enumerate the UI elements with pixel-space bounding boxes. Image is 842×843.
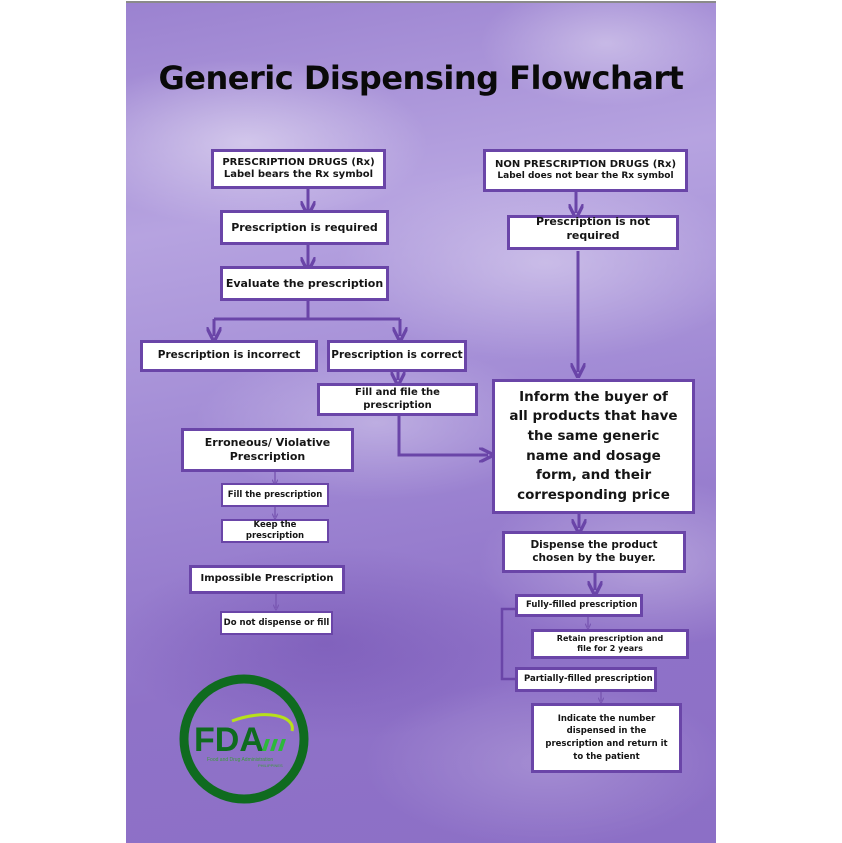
evaluate-prescription-box: Evaluate the prescription <box>220 266 389 301</box>
fda-logo-ring <box>179 674 309 804</box>
do-not-dispense-label: Do not dispense or fill <box>223 617 330 628</box>
prescription-not-required-box: Prescription is not required <box>507 215 679 250</box>
arrow-fill-to-inform <box>397 415 488 455</box>
fill-and-file-box: Fill and file the prescription <box>317 383 478 416</box>
fully-filled-box: Fully-filled prescription <box>515 594 643 617</box>
nonrx-header-line1: NON PRESCRIPTION DRUGS (Rx) <box>494 158 677 170</box>
rx-header-line1: PRESCRIPTION DRUGS (Rx) <box>222 156 375 168</box>
fda-logo-stripes <box>262 739 286 751</box>
fda-logo-subline: PHILIPPINES <box>258 763 283 768</box>
partially-filled-label: Partially-filled prescription <box>524 674 653 685</box>
fda-logo-emblem: FDA Food and Drug Administration PHILIPP… <box>179 674 309 804</box>
fda-logo-text: FDA <box>194 721 264 759</box>
page-title: Generic Dispensing Flowchart <box>158 59 684 97</box>
fda-logo-tagline: Food and Drug Administration <box>207 757 273 763</box>
bracket-fully-partially <box>500 607 515 681</box>
fda-logo: FDA Food and Drug Administration PHILIPP… <box>174 669 314 809</box>
prescription-incorrect-box: Prescription is incorrect <box>140 340 318 372</box>
retain-prescription-label: Retain prescription and file for 2 years <box>556 634 664 653</box>
nonrx-drugs-header-box: NON PRESCRIPTION DRUGS (Rx) Label does n… <box>483 149 688 192</box>
dispense-product-label: Dispense the product chosen by the buyer… <box>530 538 658 564</box>
nonrx-header-line2: Label does not bear the Rx symbol <box>497 171 674 182</box>
fill-prescription-box: Fill the prescription <box>221 483 329 507</box>
fda-logo-swoosh <box>231 713 294 732</box>
inform-buyer-label: Inform the buyer of all products that ha… <box>509 388 678 503</box>
prescription-required-label: Prescription is required <box>231 220 378 234</box>
erroneous-prescription-box: Erroneous/ Violative Prescription <box>181 428 354 472</box>
indicate-number-box: Indicate the number dispensed in the pre… <box>531 703 682 773</box>
flowchart-poster: Generic Dispensing Flowchart <box>126 1 716 843</box>
evaluate-prescription-label: Evaluate the prescription <box>225 276 384 290</box>
prescription-correct-label: Prescription is correct <box>331 349 463 362</box>
prescription-not-required-label: Prescription is not required <box>535 214 651 242</box>
rx-header-line2: Label bears the Rx symbol <box>223 169 374 180</box>
retain-prescription-box: Retain prescription and file for 2 years <box>531 629 689 659</box>
inform-buyer-box: Inform the buyer of all products that ha… <box>492 379 695 514</box>
fill-and-file-label: Fill and file the prescription <box>355 387 440 411</box>
keep-prescription-box: Keep the prescription <box>221 519 329 543</box>
partially-filled-box: Partially-filled prescription <box>515 667 657 692</box>
fill-prescription-label: Fill the prescription <box>227 489 323 500</box>
do-not-dispense-box: Do not dispense or fill <box>220 611 333 635</box>
prescription-required-box: Prescription is required <box>220 210 389 245</box>
prescription-incorrect-label: Prescription is incorrect <box>157 349 301 362</box>
fully-filled-label: Fully-filled prescription <box>526 600 638 611</box>
impossible-prescription-box: Impossible Prescription <box>189 565 345 594</box>
erroneous-prescription-label: Erroneous/ Violative Prescription <box>204 436 331 463</box>
indicate-number-label: Indicate the number dispensed in the pre… <box>545 713 668 762</box>
keep-prescription-label: Keep the prescription <box>245 520 305 541</box>
prescription-correct-box: Prescription is correct <box>327 340 467 372</box>
dispense-product-box: Dispense the product chosen by the buyer… <box>502 531 686 573</box>
rx-drugs-header-box: PRESCRIPTION DRUGS (Rx) Label bears the … <box>211 149 386 189</box>
impossible-prescription-label: Impossible Prescription <box>200 573 334 585</box>
